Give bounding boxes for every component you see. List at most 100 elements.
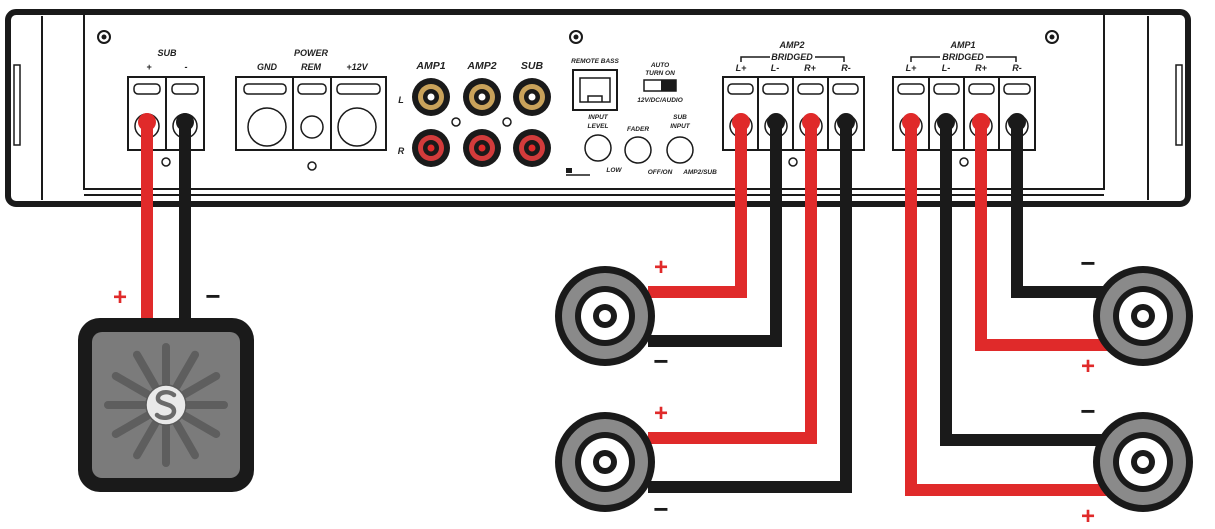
rca-jack-left[interactable] — [463, 78, 501, 116]
terminal-screw-icon — [1008, 113, 1026, 131]
sub-minus-label: - — [185, 62, 188, 72]
speaker-2-minus-sign: − — [653, 494, 668, 524]
sub-terminal-block: SUB + - — [127, 48, 205, 167]
subwoofer-spoke — [111, 412, 151, 438]
power-terminal-block: POWER GND REM +12V — [235, 48, 387, 171]
amp1-rplus-wire — [975, 122, 1110, 351]
auto-turn-on-label-3: 12V/DC/AUDIO — [637, 97, 683, 104]
amp2-rminus-wire — [648, 122, 852, 493]
rca-jack-left[interactable] — [513, 78, 551, 116]
auto-turn-on-switch[interactable] — [643, 79, 677, 92]
rca-input-block: AMP1 AMP2 SUB L R — [398, 60, 551, 167]
terminal-screw-icon — [937, 113, 955, 131]
amp2-lplus-wire — [648, 122, 747, 298]
terminal-screw-icon — [902, 113, 920, 131]
speaker-3-minus-sign: − — [1080, 248, 1095, 278]
speaker-3-plus-sign: + — [1081, 353, 1095, 380]
subwoofer-spoke — [111, 372, 151, 398]
speaker-2-plus-sign: + — [654, 400, 668, 427]
screw-icon — [97, 30, 111, 44]
subwoofer-spoke — [104, 401, 148, 409]
terminal-screw-icon — [138, 113, 156, 131]
speaker-4-plus-sign: + — [1081, 503, 1095, 529]
auto-turn-on-label-2: TURN ON — [645, 70, 675, 77]
rca-jack-right[interactable] — [513, 129, 551, 167]
power-gnd-label: GND — [257, 62, 278, 72]
subwoofer-spoke — [181, 412, 221, 438]
speaker-1-plus-sign: + — [654, 254, 668, 281]
power-12v-label: +12V — [346, 62, 368, 72]
speaker-icon — [555, 266, 655, 366]
amp2-rminus-label: R- — [841, 63, 851, 73]
sub-plus-sign: + — [113, 284, 127, 311]
sub-input-knob[interactable] — [666, 136, 694, 164]
sub-input-label-2: INPUT — [670, 123, 691, 130]
remote-bass-port[interactable] — [572, 69, 618, 111]
rca-left-label: L — [398, 95, 404, 105]
rca-right-label: R — [398, 146, 405, 156]
speaker-icon — [555, 412, 655, 512]
sub-input-sub-label: AMP2/SUB — [682, 169, 717, 176]
sub-input-label-1: SUB — [673, 114, 687, 121]
amp1-lplus-wire — [905, 122, 1110, 496]
fader-label: FADER — [627, 126, 649, 133]
subwoofer-spoke — [184, 401, 228, 409]
subwoofer-spoke — [162, 343, 170, 387]
rca-amp1-label: AMP1 — [415, 60, 445, 72]
speaker-icon — [1093, 266, 1193, 366]
subwoofer-spoke — [133, 350, 159, 390]
input-level-sub-label: LOW — [606, 167, 622, 174]
auto-turn-on-label-1: AUTO — [650, 62, 669, 69]
amp1-lminus-wire — [940, 122, 1110, 446]
sub-minus-sign: − — [205, 281, 220, 311]
power-title: POWER — [294, 48, 329, 58]
amp1-bridged-label: BRIDGED — [942, 52, 984, 62]
controls-block: REMOTE BASS AUTO TURN ON 12V/DC/AUDIO IN… — [566, 58, 717, 176]
amp1-title: AMP1 — [949, 40, 975, 50]
subwoofer-spoke — [133, 420, 159, 460]
sub-terminal-title: SUB — [157, 48, 177, 58]
subwoofer-spoke — [162, 423, 170, 467]
speaker-icon — [1093, 412, 1193, 512]
screw-icon — [1045, 30, 1059, 44]
subwoofer-spoke — [181, 372, 221, 398]
amp1-lplus-label: L+ — [906, 63, 917, 73]
amp2-lminus-wire — [648, 122, 782, 347]
input-level-label-2: LEVEL — [588, 123, 609, 130]
amp2-lplus-label: L+ — [736, 63, 747, 73]
amp2-title: AMP2 — [778, 40, 804, 50]
rca-jack-right[interactable] — [412, 129, 450, 167]
subwoofer-spoke — [173, 420, 199, 460]
terminal-screw-icon — [802, 113, 820, 131]
terminal-screw-icon — [767, 113, 785, 131]
amp2-rplus-label: R+ — [804, 63, 816, 73]
terminal-screw-icon — [732, 113, 750, 131]
amp2-rplus-wire — [648, 122, 817, 444]
amp1-rplus-label: R+ — [975, 63, 987, 73]
input-level-knob[interactable] — [584, 134, 612, 162]
amp1-lminus-label: L- — [942, 63, 951, 73]
subwoofer-spoke — [173, 350, 199, 390]
polarity-labels: + − + − + − − + − + — [113, 248, 1096, 529]
remote-bass-label: REMOTE BASS — [571, 58, 619, 65]
speaker-4-minus-sign: − — [1080, 396, 1095, 426]
screw-icon — [569, 30, 583, 44]
fader-knob[interactable] — [624, 136, 652, 164]
fader-sub-label: OFF/ON — [648, 169, 673, 176]
subwoofer-icon — [78, 318, 254, 492]
sub-plus-label: + — [146, 62, 152, 72]
input-level-label-1: INPUT — [588, 114, 609, 121]
amp2-bridged-label: BRIDGED — [771, 52, 813, 62]
speaker-1-minus-sign: − — [653, 346, 668, 376]
rca-amp2-label: AMP2 — [466, 60, 496, 72]
terminal-screw-icon — [837, 113, 855, 131]
amp1-rminus-label: R- — [1012, 63, 1022, 73]
rca-jack-right[interactable] — [463, 129, 501, 167]
amp1-rminus-wire — [1011, 122, 1110, 298]
rca-jack-left[interactable] — [412, 78, 450, 116]
terminal-screw-icon — [176, 113, 194, 131]
terminal-screw-icon — [972, 113, 990, 131]
rca-sub-label: SUB — [521, 60, 544, 72]
wires-group — [138, 113, 1110, 496]
